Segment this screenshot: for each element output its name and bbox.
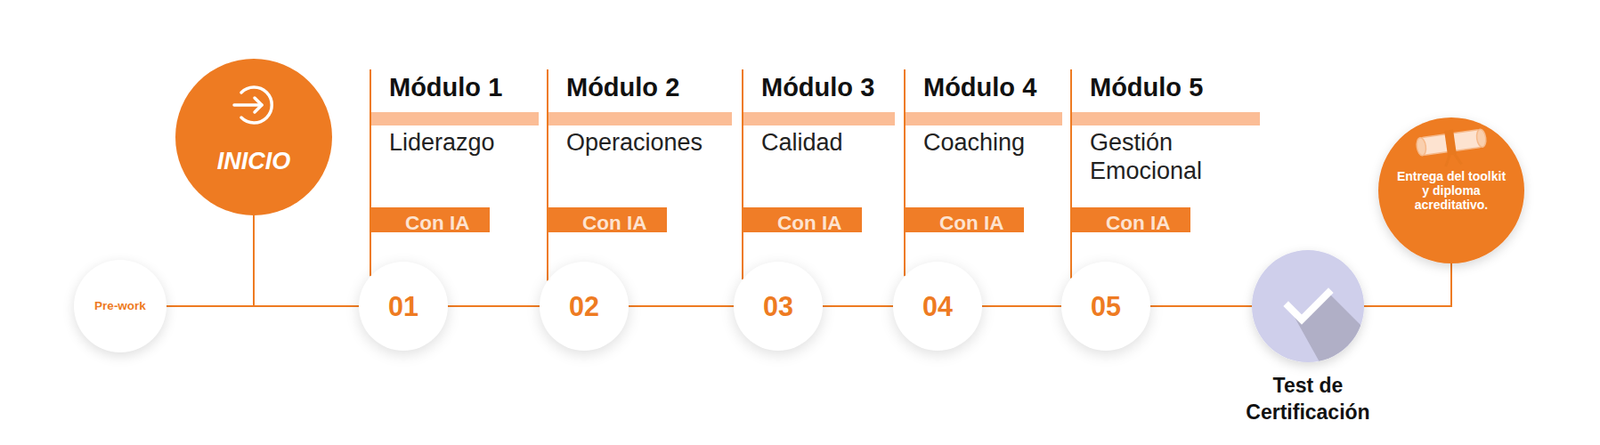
- node-title: INICIO: [175, 147, 333, 176]
- ai-tag: Con IA: [371, 207, 490, 233]
- node-title: Módulo 1: [389, 73, 503, 103]
- node-subtitle: Liderazgo: [389, 128, 536, 157]
- node-title: Con IA: [389, 211, 471, 236]
- node-title: Entrega del toolkit y diploma acreditati…: [1394, 169, 1509, 212]
- step-circle: 02: [539, 261, 629, 351]
- step-circle: 03: [733, 261, 823, 351]
- diploma-circle: [1378, 117, 1525, 264]
- node-title: Con IA: [566, 211, 648, 236]
- node-subtitle: Calidad: [761, 128, 892, 157]
- check-shadow: [1288, 292, 1376, 383]
- node-title: Módulo 3: [761, 73, 875, 103]
- timeline-line: [1070, 238, 1073, 279]
- start-circle: INICIO: [175, 58, 333, 216]
- ai-tag: Con IA: [1072, 207, 1191, 233]
- timeline-line: [822, 305, 894, 308]
- enter-icon: [234, 87, 272, 123]
- module-bar: [743, 112, 895, 126]
- module-column: Módulo 5 Gestión EmocionalCon IA: [1070, 69, 1260, 239]
- step-circle: 01: [358, 261, 448, 351]
- diploma-circle: Entrega del toolkit y diploma acreditati…: [1378, 117, 1525, 264]
- timeline-line: [982, 305, 1062, 308]
- test-circle: Test de Certificación: [1251, 250, 1365, 363]
- node-title: Con IA: [1089, 211, 1171, 236]
- scroll-icon: [1414, 125, 1489, 171]
- node-title: Módulo 5: [1089, 73, 1203, 103]
- node-title: 01: [358, 261, 448, 351]
- module-bar: [548, 112, 732, 126]
- timeline-line: [1150, 305, 1252, 308]
- node-subtitle: Operaciones: [566, 128, 729, 157]
- ai-tag: Con IA: [743, 207, 862, 233]
- node-title: 05: [1061, 261, 1151, 351]
- module-column: Módulo 3 CalidadCon IA: [741, 69, 895, 239]
- node-title: 04: [893, 261, 983, 351]
- node-title: 03: [733, 261, 823, 351]
- node-subtitle: Coaching: [923, 128, 1059, 157]
- module-bar: [371, 112, 539, 126]
- timeline-line: [1364, 263, 1452, 307]
- check-mark: [1288, 292, 1329, 320]
- step-circle: 04: [893, 261, 983, 351]
- timeline-line: [628, 305, 734, 308]
- step-circle: 05: [1061, 261, 1151, 351]
- timeline-line: [253, 215, 359, 307]
- module-bar: [905, 112, 1063, 126]
- node-title: Con IA: [761, 211, 843, 236]
- timeline-line: [741, 238, 744, 280]
- node-title: 02: [539, 261, 629, 351]
- module-column: Módulo 4 CoachingCon IA: [903, 69, 1063, 239]
- node-title: Módulo 4: [923, 73, 1037, 103]
- timeline-line: [903, 238, 906, 277]
- module-column: Módulo 1 LiderazgoCon IA: [369, 69, 539, 239]
- ai-tag: Con IA: [548, 207, 667, 233]
- start-circle: [175, 58, 333, 216]
- timeline-line: [447, 305, 540, 308]
- module-bar: [1072, 112, 1260, 126]
- timeline-line: [369, 238, 372, 277]
- module-column: Módulo 2 OperacionesCon IA: [546, 69, 732, 239]
- prework-circle: Pre-work: [73, 259, 167, 353]
- node-title: Con IA: [923, 211, 1005, 236]
- node-subtitle: Gestión Emocional: [1089, 128, 1257, 187]
- node-title: Test de Certificación: [1225, 373, 1391, 427]
- node-title: Pre-work: [73, 259, 167, 353]
- ai-tag: Con IA: [905, 207, 1024, 233]
- node-title: Módulo 2: [566, 73, 680, 103]
- timeline-line: [546, 238, 549, 281]
